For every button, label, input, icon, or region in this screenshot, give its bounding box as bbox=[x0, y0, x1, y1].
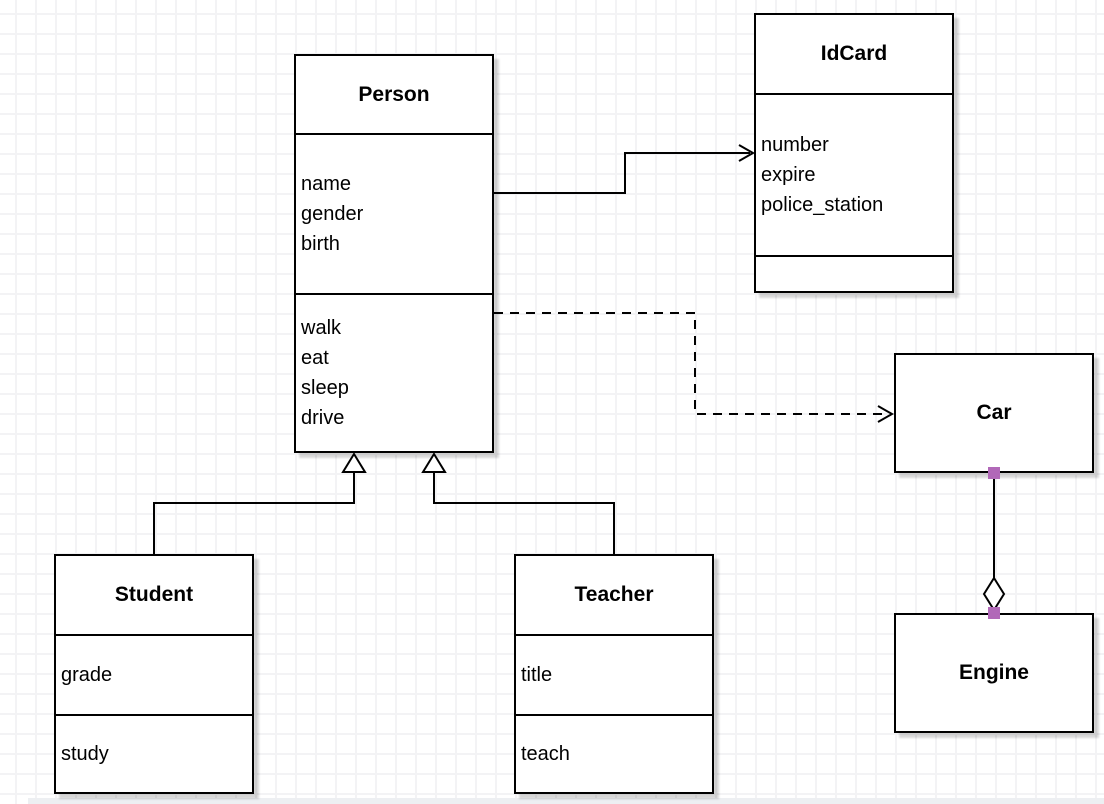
class-title: IdCard bbox=[820, 42, 888, 65]
class-title: Student bbox=[114, 583, 194, 606]
edge-dependency-person-car[interactable] bbox=[494, 312, 895, 423]
connection-handle[interactable] bbox=[988, 467, 1000, 479]
attributes-section: name gender birth bbox=[296, 133, 492, 293]
attribute: number bbox=[761, 134, 829, 156]
class-title: Car bbox=[976, 401, 1012, 424]
attribute: title bbox=[521, 664, 553, 686]
class-title: Engine bbox=[958, 661, 1029, 684]
edge-generalization-student-person[interactable] bbox=[153, 452, 367, 554]
class-idcard[interactable]: IdCard number expire police_station bbox=[754, 13, 954, 293]
methods-section-empty bbox=[756, 255, 952, 291]
class-teacher[interactable]: Teacher title teach bbox=[514, 554, 714, 794]
open-arrow-head-icon bbox=[877, 405, 895, 423]
attribute: grade bbox=[61, 664, 113, 686]
open-arrow-head-icon bbox=[738, 144, 756, 162]
generalization-triangle-icon bbox=[421, 452, 447, 473]
generalization-triangle-icon bbox=[341, 452, 367, 473]
methods-section: teach bbox=[516, 714, 712, 792]
method: study bbox=[61, 743, 109, 765]
class-student[interactable]: Student grade study bbox=[54, 554, 254, 794]
method: eat bbox=[301, 347, 329, 369]
class-title: Teacher bbox=[574, 583, 654, 606]
method: drive bbox=[301, 407, 345, 429]
attributes-section: grade bbox=[56, 634, 252, 714]
edge-generalization-teacher-person[interactable] bbox=[421, 452, 615, 554]
attributes-section: title bbox=[516, 634, 712, 714]
attribute: police_station bbox=[761, 194, 884, 216]
method: walk bbox=[301, 317, 342, 339]
attribute: birth bbox=[301, 233, 340, 255]
page-edge bbox=[28, 798, 1104, 804]
attribute: name bbox=[301, 173, 352, 195]
attribute: gender bbox=[301, 203, 364, 225]
edge-association-person-idcard[interactable] bbox=[494, 144, 756, 194]
methods-section: walk eat sleep drive bbox=[296, 293, 492, 451]
class-car[interactable]: Car bbox=[894, 353, 1094, 473]
class-title: Person bbox=[358, 82, 430, 106]
attribute: expire bbox=[761, 164, 816, 186]
attributes-section: number expire police_station bbox=[756, 93, 952, 255]
methods-section: study bbox=[56, 714, 252, 792]
method: sleep bbox=[301, 377, 349, 399]
method: teach bbox=[521, 743, 570, 765]
class-person[interactable]: Person name gender birth walk eat sleep … bbox=[294, 54, 494, 453]
edge-aggregation-car-engine[interactable] bbox=[982, 467, 1006, 619]
connection-handle[interactable] bbox=[988, 607, 1000, 619]
aggregation-diamond-icon bbox=[982, 576, 1006, 612]
class-engine[interactable]: Engine bbox=[894, 613, 1094, 733]
